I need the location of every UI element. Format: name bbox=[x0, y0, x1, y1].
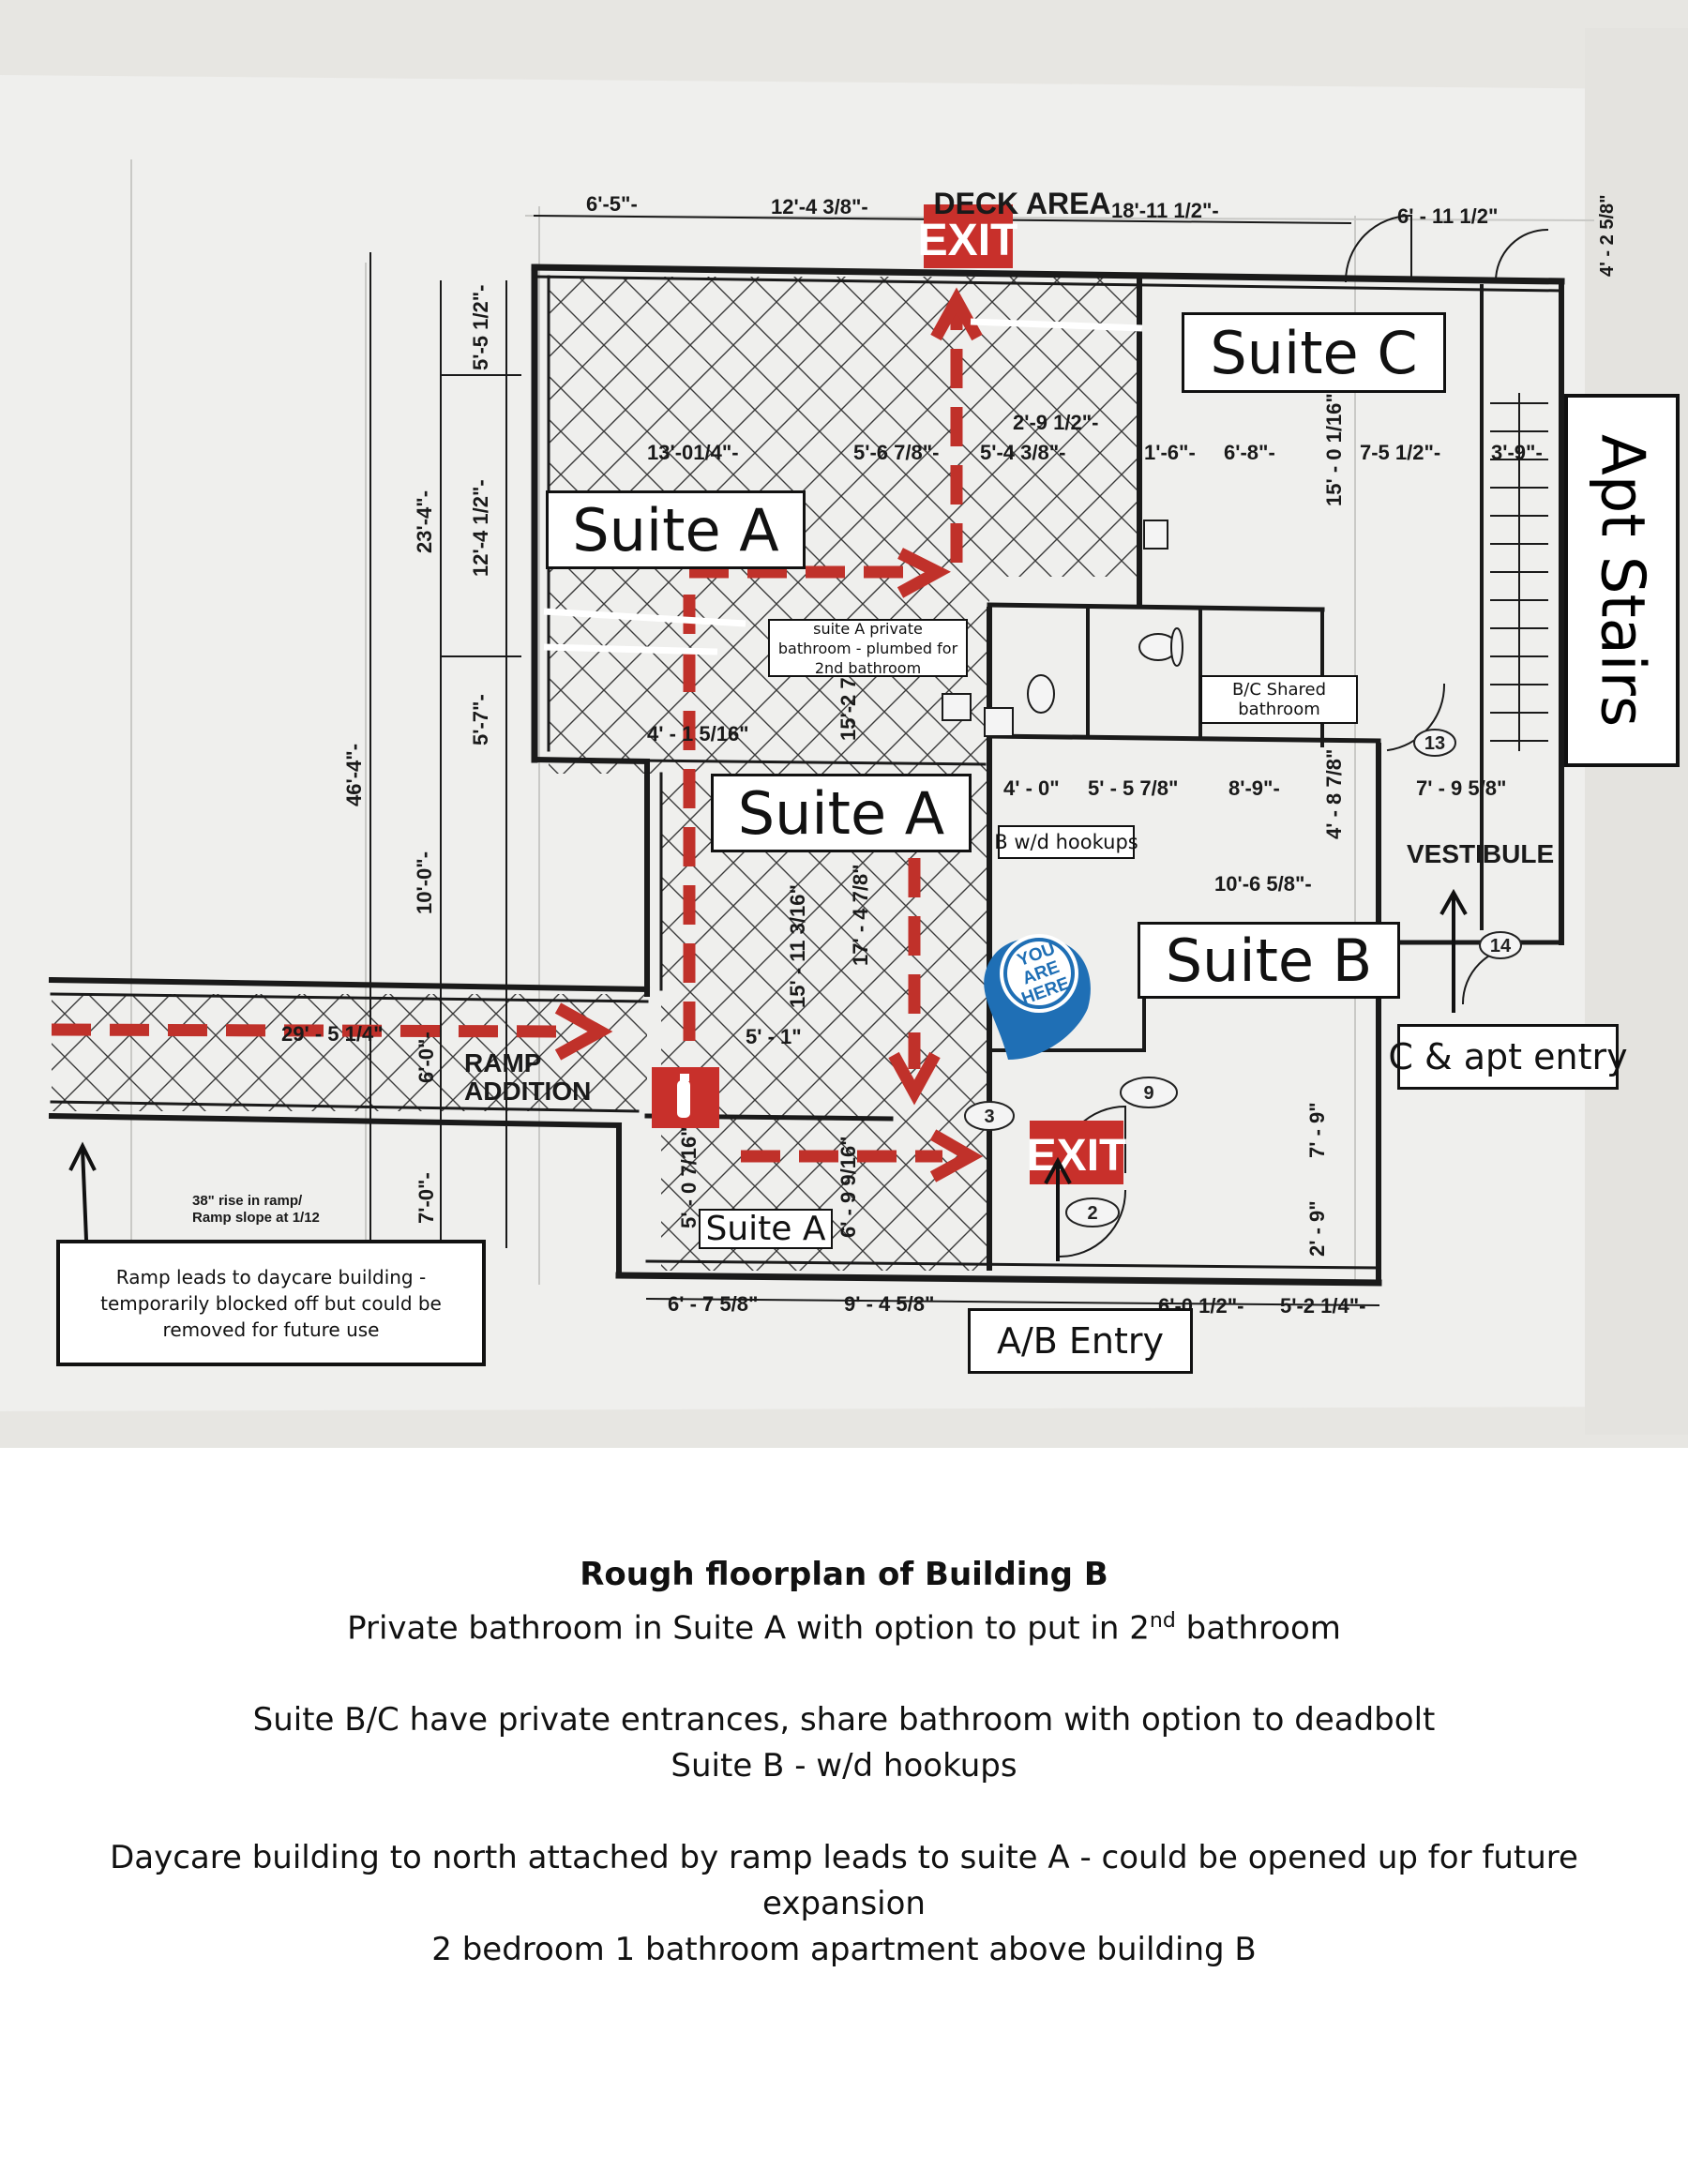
suite-a-label-middle: Suite A bbox=[711, 774, 972, 852]
deck-area-label: DECK AREA bbox=[933, 187, 1110, 220]
caption-line-5: 2 bedroom 1 bathroom apartment above bui… bbox=[431, 1931, 1257, 1969]
room-tag-14: 14 bbox=[1490, 936, 1512, 956]
apt-stairs-label: Apt Stairs bbox=[1564, 394, 1680, 767]
svg-text:23'-4"-: 23'-4"- bbox=[413, 490, 436, 553]
ramp-label-1: RAMP bbox=[464, 1048, 541, 1077]
svg-text:6' - 11 1/2": 6' - 11 1/2" bbox=[1397, 204, 1498, 228]
evacuation-route bbox=[51, 309, 963, 1163]
svg-text:13'-01/4"-: 13'-01/4"- bbox=[647, 441, 739, 464]
suite-a-label-lower: Suite A bbox=[699, 1209, 833, 1249]
c-apt-entry-label: C & apt entry bbox=[1388, 1024, 1628, 1090]
svg-text:46'-4"-: 46'-4"- bbox=[342, 744, 366, 806]
ramp-label-2: ADDITION bbox=[464, 1077, 591, 1106]
ramp-note-box: Ramp leads to daycare building - tempora… bbox=[56, 1240, 486, 1366]
svg-text:10'-0"-: 10'-0"- bbox=[413, 851, 436, 914]
svg-text:4' - 2 5/8": 4' - 2 5/8" bbox=[1597, 194, 1618, 277]
svg-text:6'-5"-: 6'-5"- bbox=[586, 192, 638, 216]
plan-text: DECK AREA RAMP ADDITION VESTIBULE 38" ri… bbox=[192, 187, 1554, 1226]
room-tag-9: 9 bbox=[1143, 1083, 1153, 1104]
svg-text:15' - 11 3/16": 15' - 11 3/16" bbox=[786, 884, 809, 1008]
svg-text:5'-2 1/4"-: 5'-2 1/4"- bbox=[1280, 1294, 1365, 1318]
ab-entry-label: A/B Entry bbox=[968, 1308, 1193, 1374]
room-tag-3: 3 bbox=[984, 1107, 994, 1127]
svg-text:7'-0"-: 7'-0"- bbox=[414, 1172, 438, 1224]
route-arrowheads bbox=[554, 287, 984, 1182]
wd-hookups-label: B w/d hookups bbox=[994, 825, 1138, 859]
caption-title: Rough floorplan of Building B bbox=[580, 1556, 1108, 1593]
suite-b-label: Suite B bbox=[1138, 922, 1400, 999]
svg-text:29' - 5 1/4": 29' - 5 1/4" bbox=[281, 1022, 384, 1046]
svg-text:7' - 9 5/8": 7' - 9 5/8" bbox=[1416, 776, 1506, 800]
floorplan-photo: EXIT EXIT YOU ARE HERE 13 14 9 2 3 DECK … bbox=[0, 0, 1688, 1448]
private-bathroom-text: suite A private bathroom - plumbed for 2… bbox=[777, 619, 958, 677]
dimension-labels: 6'-5"- 12'-4 3/8"- 18'-11 1/2"- 6' - 11 … bbox=[281, 192, 1618, 1318]
svg-text:12'-4 1/2"-: 12'-4 1/2"- bbox=[469, 479, 492, 577]
room-tag-13: 13 bbox=[1424, 733, 1445, 754]
svg-text:5' - 0 7/16": 5' - 0 7/16" bbox=[677, 1126, 701, 1228]
caption-line-1: Private bathroom in Suite A with option … bbox=[347, 1609, 1341, 1648]
svg-text:18'-11 1/2"-: 18'-11 1/2"- bbox=[1111, 199, 1219, 222]
svg-text:2' - 9": 2' - 9" bbox=[1305, 1200, 1329, 1257]
svg-text:6'-0"-: 6'-0"- bbox=[414, 1032, 438, 1083]
vestibule-label: VESTIBULE bbox=[1407, 839, 1554, 868]
fire-extinguisher-icon bbox=[652, 1067, 719, 1128]
shared-bathroom-label: B/C Shared bathroom bbox=[1200, 675, 1358, 724]
svg-text:EXIT: EXIT bbox=[918, 216, 1018, 265]
suite-c-label: Suite C bbox=[1182, 312, 1446, 393]
caption-line-4: Daycare building to north attached by ra… bbox=[110, 1839, 1578, 1923]
svg-text:12'-4 3/8"-: 12'-4 3/8"- bbox=[771, 195, 868, 218]
svg-text:8'-9"-: 8'-9"- bbox=[1228, 776, 1280, 800]
caption-line-3: Suite B - w/d hookups bbox=[671, 1747, 1017, 1785]
svg-text:4' - 8 7/8": 4' - 8 7/8" bbox=[1322, 749, 1346, 839]
svg-text:3'-9"-: 3'-9"- bbox=[1491, 441, 1543, 464]
svg-text:5' - 1": 5' - 1" bbox=[746, 1025, 802, 1048]
exit-sign-north: EXIT bbox=[918, 204, 1018, 268]
svg-text:6' - 9 9/16": 6' - 9 9/16" bbox=[836, 1136, 860, 1238]
svg-text:1'-6"-: 1'-6"- bbox=[1144, 441, 1196, 464]
ramp-rise-note-2: Ramp slope at 1/12 bbox=[192, 1210, 320, 1226]
you-are-here-pin-icon: YOU ARE HERE bbox=[984, 934, 1091, 1060]
annotation-arrows bbox=[68, 888, 1468, 1309]
svg-text:6' - 7 5/8": 6' - 7 5/8" bbox=[668, 1292, 758, 1316]
exit-sign-south: EXIT bbox=[1027, 1121, 1127, 1184]
room-tags: 13 14 9 2 3 bbox=[964, 729, 1522, 1228]
private-bathroom-label: suite A private bathroom - plumbed for 2… bbox=[768, 619, 968, 677]
svg-text:EXIT: EXIT bbox=[1027, 1131, 1127, 1181]
svg-text:10'-6 5/8"-: 10'-6 5/8"- bbox=[1214, 872, 1312, 896]
svg-text:5' - 5 7/8": 5' - 5 7/8" bbox=[1088, 776, 1178, 800]
svg-text:15' - 0 1/16": 15' - 0 1/16" bbox=[1322, 393, 1346, 506]
svg-text:17' - 4 7/8": 17' - 4 7/8" bbox=[849, 864, 872, 966]
svg-text:6'-8"-: 6'-8"- bbox=[1224, 441, 1275, 464]
ramp-rise-note-1: 38" rise in ramp/ bbox=[192, 1193, 303, 1209]
suite-a-label-upper: Suite A bbox=[546, 490, 806, 569]
svg-text:5'-4 3/8"-: 5'-4 3/8"- bbox=[980, 441, 1065, 464]
svg-text:4' - 1 5/16": 4' - 1 5/16" bbox=[647, 722, 749, 746]
svg-text:7' - 9": 7' - 9" bbox=[1305, 1102, 1329, 1158]
svg-text:2'-9 1/2"-: 2'-9 1/2"- bbox=[1013, 411, 1098, 434]
plumbing-fixtures bbox=[942, 520, 1183, 737]
room-tag-2: 2 bbox=[1087, 1203, 1097, 1224]
caption: Rough floorplan of Building B Private ba… bbox=[75, 1552, 1613, 1973]
strike-through-marks bbox=[543, 318, 1143, 655]
svg-text:5'-7"-: 5'-7"- bbox=[469, 694, 492, 746]
svg-text:5'-5 1/2"-: 5'-5 1/2"- bbox=[469, 285, 492, 370]
caption-line-2: Suite B/C have private entrances, share … bbox=[252, 1701, 1436, 1740]
svg-text:5'-6 7/8"-: 5'-6 7/8"- bbox=[853, 441, 939, 464]
svg-text:7-5 1/2"-: 7-5 1/2"- bbox=[1360, 441, 1440, 464]
svg-text:9' - 4 5/8": 9' - 4 5/8" bbox=[844, 1292, 934, 1316]
svg-text:4' - 0": 4' - 0" bbox=[1003, 776, 1060, 800]
